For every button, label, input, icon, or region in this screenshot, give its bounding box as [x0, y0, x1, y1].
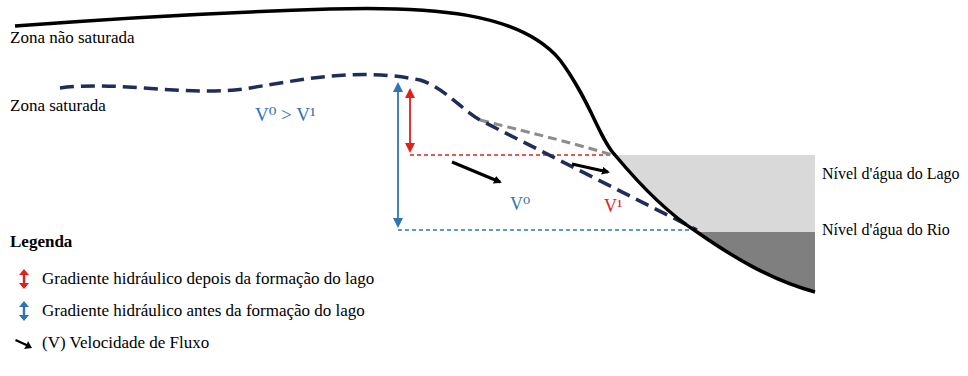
legend-row: (V) Velocidade de Fluxo	[14, 332, 209, 354]
zone-label: Zona não saturada	[10, 28, 135, 48]
legend-row: Gradiente hidráulico antes da formação d…	[14, 300, 365, 322]
flow-arrow	[572, 164, 608, 172]
level-label: Nível d'água do Rio	[822, 220, 950, 239]
river-water	[697, 232, 815, 292]
lake-level-line	[410, 154, 615, 156]
legend-text: Gradiente hidráulico antes da formação d…	[42, 301, 365, 321]
velocity-label: V⁰	[510, 194, 530, 216]
flow-arrow	[452, 162, 500, 182]
legend-row: Gradiente hidráulico depois da formação …	[14, 268, 374, 290]
legend-icon	[14, 300, 34, 322]
gradient-before-arrow	[397, 84, 399, 226]
water-table	[60, 75, 697, 230]
level-label: Nível d'água do Lago	[822, 164, 960, 183]
double-arrow	[19, 301, 29, 321]
velocity-compare: V⁰ > V¹	[255, 104, 316, 127]
legend-title: Legenda	[10, 232, 72, 252]
legend-icon	[14, 268, 34, 290]
zone-label: Zona saturada	[10, 96, 106, 116]
double-arrow	[19, 269, 29, 289]
legend-text: Gradiente hidráulico depois da formação …	[42, 269, 374, 289]
lake-water	[615, 155, 815, 232]
legend-text: (V) Velocidade de Fluxo	[42, 333, 209, 353]
flow-arrow-icon	[15, 339, 32, 349]
river-level-line	[398, 229, 697, 231]
legend-icon	[14, 332, 34, 354]
gradient-after-arrow	[409, 90, 411, 151]
new-water-table	[480, 120, 612, 155]
velocity-label: V¹	[604, 196, 622, 218]
ground-surface	[15, 8, 815, 292]
